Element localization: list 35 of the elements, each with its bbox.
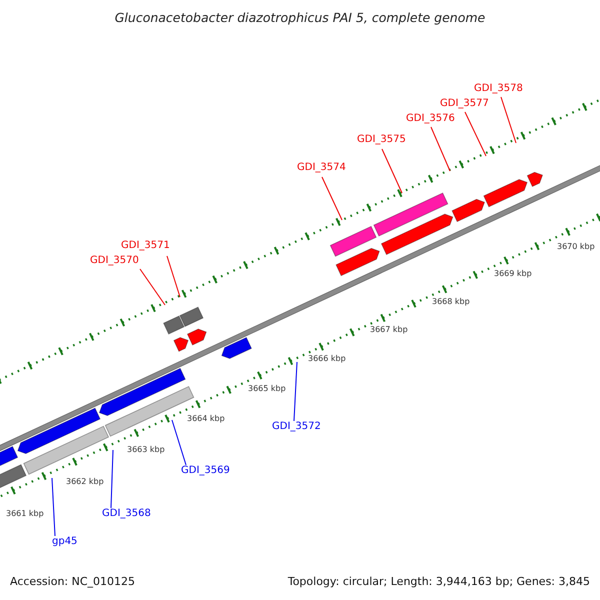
gene-label: GDI_3571 — [121, 241, 170, 251]
leader-line — [430, 126, 450, 172]
scale-label: 3664 kbp — [187, 415, 225, 423]
gene-label: GDI_3570 — [90, 256, 139, 266]
gene-label: GDI_3576 — [406, 114, 455, 124]
gene-label: GDI_3577 — [440, 99, 489, 109]
leader-line — [294, 362, 298, 422]
gene-label: GDI_3569 — [181, 466, 230, 476]
leader-line — [322, 176, 342, 220]
scale-label: 3668 kbp — [432, 298, 470, 306]
leader-line — [140, 268, 166, 306]
genome-summary: Topology: circular; Length: 3,944,163 bp; Genes: 3,845 — [288, 576, 590, 587]
scale-label: 3666 kbp — [308, 355, 346, 363]
scale-label: 3665 kbp — [248, 385, 286, 393]
scale-label: 3661 kbp — [6, 510, 44, 518]
scale-label: 3670 kbp — [557, 243, 595, 251]
gene-label: GDI_3578 — [474, 84, 523, 94]
leader-line — [464, 112, 486, 156]
leader-line — [110, 450, 114, 508]
leader-line — [52, 478, 56, 536]
gene-label: GDI_3572 — [272, 422, 321, 432]
scale-label: 3667 kbp — [370, 326, 408, 334]
scale-label: 3662 kbp — [66, 478, 104, 486]
leader-line — [382, 148, 402, 194]
leader-line — [172, 420, 186, 466]
gene-label: GDI_3574 — [297, 163, 346, 173]
accession-text: Accession: NC_010125 — [10, 576, 136, 587]
gene-label: gp45 — [52, 537, 78, 547]
scale-label: 3669 kbp — [494, 270, 532, 278]
leader-line — [166, 256, 180, 298]
gene-label: GDI_3575 — [357, 135, 406, 145]
scale-label: 3663 kbp — [127, 446, 165, 454]
diagram-title: Gluconacetobacter diazotrophicus PAI 5, complete genome — [114, 12, 486, 24]
gene-label: GDI_3568 — [102, 509, 151, 519]
leader-line — [500, 96, 516, 144]
